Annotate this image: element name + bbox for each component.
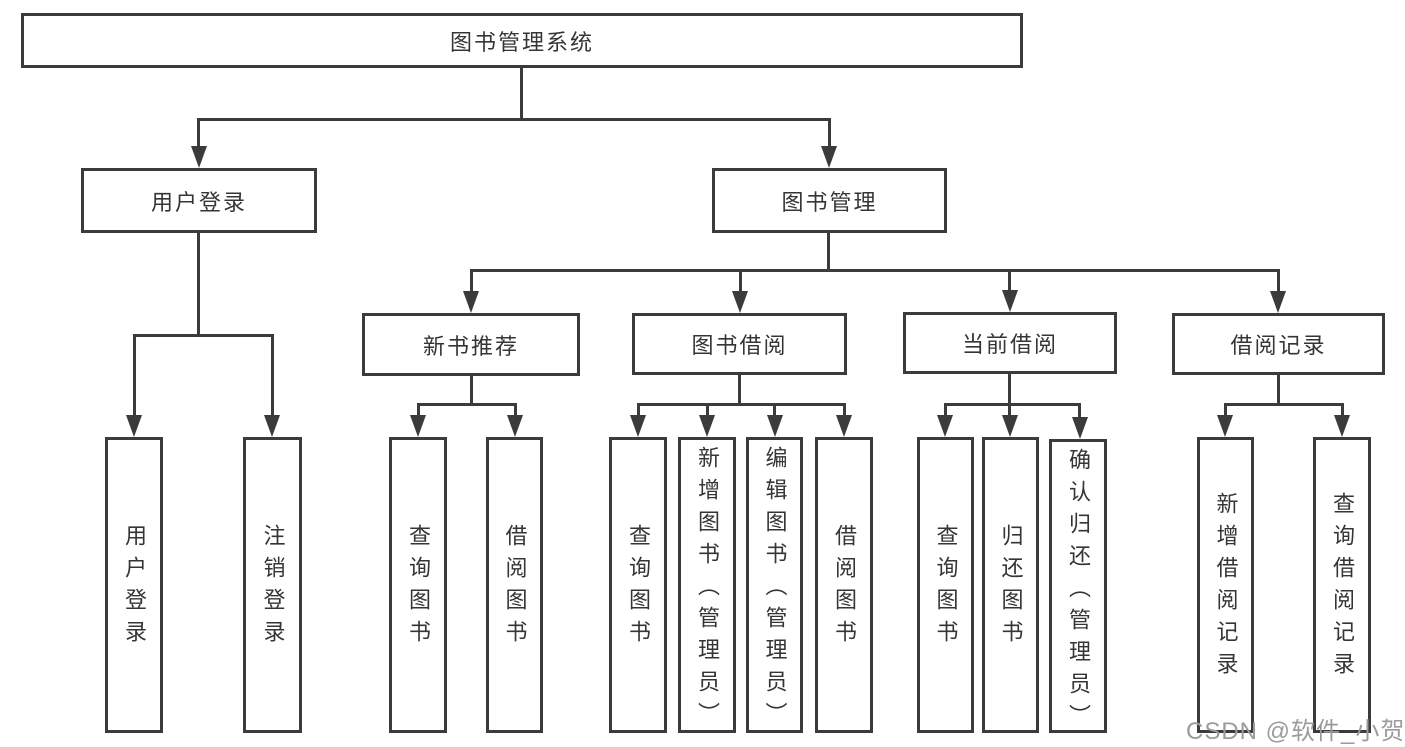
connector-line xyxy=(637,403,640,417)
connector-line xyxy=(944,403,947,417)
node-book-management: 图书管理 xyxy=(712,168,947,233)
connector-line xyxy=(198,118,831,121)
connector-line xyxy=(197,118,200,148)
connector-arrow xyxy=(630,415,646,437)
leaf-recommend-borrow-books: 借阅图书 xyxy=(486,437,543,733)
node-new-book-recommend: 新书推荐 xyxy=(362,313,580,376)
connector-line xyxy=(843,403,846,417)
leaf-query-borrow-record: 查询借阅记录 xyxy=(1313,437,1371,733)
leaf-current-query-books: 查询图书 xyxy=(917,437,974,733)
connector-line xyxy=(1341,403,1344,417)
leaf-logout: 注销登录 xyxy=(243,437,302,733)
node-root: 图书管理系统 xyxy=(21,13,1023,68)
connector-arrow xyxy=(836,415,852,437)
node-borrowing-records: 借阅记录 xyxy=(1172,313,1385,375)
connector-arrow xyxy=(767,415,783,437)
connector-line xyxy=(520,68,523,121)
connector-arrow xyxy=(821,146,837,168)
connector-line xyxy=(637,403,845,406)
connector-line xyxy=(1224,403,1227,417)
connector-arrow xyxy=(410,415,426,437)
connector-arrow xyxy=(699,415,715,437)
leaf-recommend-query-books: 查询图书 xyxy=(389,437,447,733)
connector-arrow xyxy=(1002,290,1018,312)
connector-arrow xyxy=(1217,415,1233,437)
connector-line xyxy=(133,334,136,417)
node-current-borrowing: 当前借阅 xyxy=(903,312,1117,374)
leaf-return-books: 归还图书 xyxy=(982,437,1039,733)
leaf-confirm-return-admin: 确认归还（管理员） xyxy=(1049,439,1107,736)
connector-line xyxy=(1224,403,1343,406)
connector-line xyxy=(470,376,473,406)
connector-arrow xyxy=(264,415,280,437)
leaf-add-books-admin: 新增图书（管理员） xyxy=(678,437,736,734)
connector-arrow xyxy=(507,415,523,437)
connector-line xyxy=(470,269,1280,272)
connector-arrow xyxy=(463,291,479,313)
leaf-borrowing-borrow-books: 借阅图书 xyxy=(815,437,873,733)
connector-arrow xyxy=(1072,417,1088,439)
connector-line xyxy=(417,403,517,406)
connector-line xyxy=(773,403,776,417)
connector-line xyxy=(470,269,473,293)
connector-arrow xyxy=(937,415,953,437)
connector-arrow xyxy=(1002,415,1018,437)
connector-line xyxy=(827,233,830,272)
connector-arrow xyxy=(191,146,207,168)
connector-arrow xyxy=(1334,415,1350,437)
connector-line xyxy=(706,403,709,417)
connector-line xyxy=(1277,269,1280,293)
connector-line xyxy=(944,403,1081,406)
connector-line xyxy=(1008,374,1011,406)
connector-line xyxy=(133,334,274,337)
connector-line xyxy=(1008,269,1011,292)
connector-arrow xyxy=(1270,291,1286,313)
connector-line xyxy=(1008,403,1011,417)
leaf-user-login: 用户登录 xyxy=(105,437,163,733)
connector-line xyxy=(828,118,831,148)
connector-line xyxy=(739,269,742,293)
connector-line xyxy=(1078,403,1081,417)
connector-line xyxy=(514,403,517,417)
node-user-login: 用户登录 xyxy=(81,168,317,233)
connector-arrow xyxy=(126,415,142,437)
csdn-watermark: CSDN @软件_小贺同学 xyxy=(1186,718,1405,745)
connector-line xyxy=(197,233,200,337)
connector-line xyxy=(738,375,741,406)
leaf-add-borrow-record: 新增借阅记录 xyxy=(1197,437,1254,733)
connector-line xyxy=(417,403,420,417)
connector-arrow xyxy=(732,291,748,313)
node-book-borrowing: 图书借阅 xyxy=(632,313,847,375)
leaf-borrowing-query-books: 查询图书 xyxy=(609,437,667,733)
leaf-edit-books-admin: 编辑图书（管理员） xyxy=(746,437,803,734)
connector-line xyxy=(271,334,274,417)
connector-line xyxy=(1277,375,1280,406)
